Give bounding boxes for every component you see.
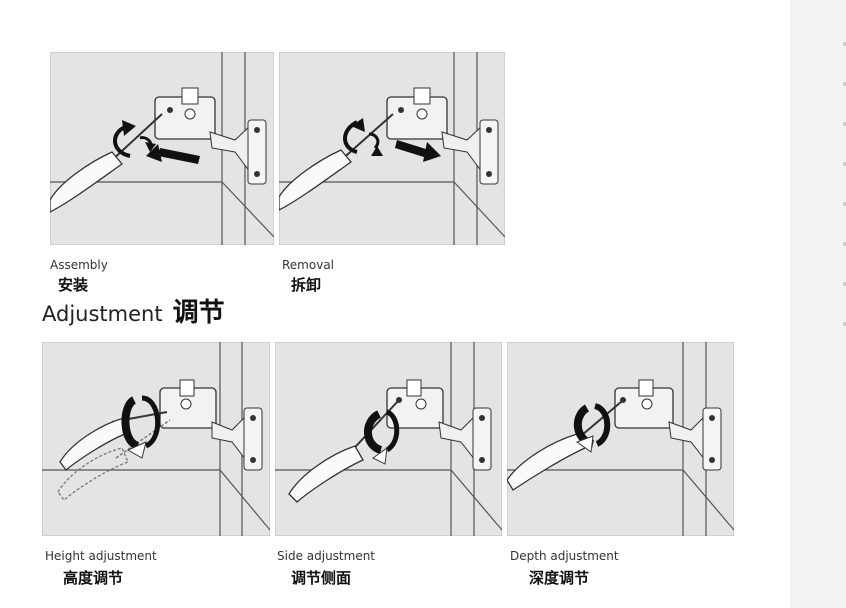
removal-label: Removal: [282, 258, 335, 272]
height-adjustment-label: Height adjustment: [45, 549, 157, 563]
depth-adjustment-illustration: [507, 342, 734, 536]
depth-adjustment-label: Depth adjustment: [510, 549, 619, 563]
side-adjustment-label-zh: 调节侧面: [291, 569, 352, 587]
strip-dot: [843, 322, 846, 326]
assembly-label: Assembly: [50, 258, 108, 272]
depth-adjustment-label-zh: 深度调节: [529, 569, 590, 587]
adjustment-title: Adjustment: [42, 302, 163, 326]
strip-dot: [843, 162, 846, 166]
adjustment-title-zh: 调节: [172, 298, 225, 328]
strip-dot: [843, 122, 846, 126]
height-adjustment-label-zh: 高度调节: [63, 569, 124, 587]
strip-dot: [843, 202, 846, 206]
adjustment-heading: Adjustment 调节: [42, 292, 225, 329]
strip-dot: [843, 242, 846, 246]
strip-dot: [843, 82, 846, 86]
right-scroll-strip: [790, 0, 846, 608]
strip-dot: [843, 42, 846, 46]
removal-label-zh: 拆卸: [291, 276, 322, 294]
side-adjustment-illustration: [275, 342, 502, 536]
height-adjustment-illustration: [42, 342, 270, 536]
assembly-illustration: [50, 52, 274, 245]
strip-dot: [843, 282, 846, 286]
removal-illustration: [279, 52, 505, 245]
side-adjustment-label: Side adjustment: [277, 549, 376, 563]
assembly-label-zh: 安装: [58, 276, 89, 294]
